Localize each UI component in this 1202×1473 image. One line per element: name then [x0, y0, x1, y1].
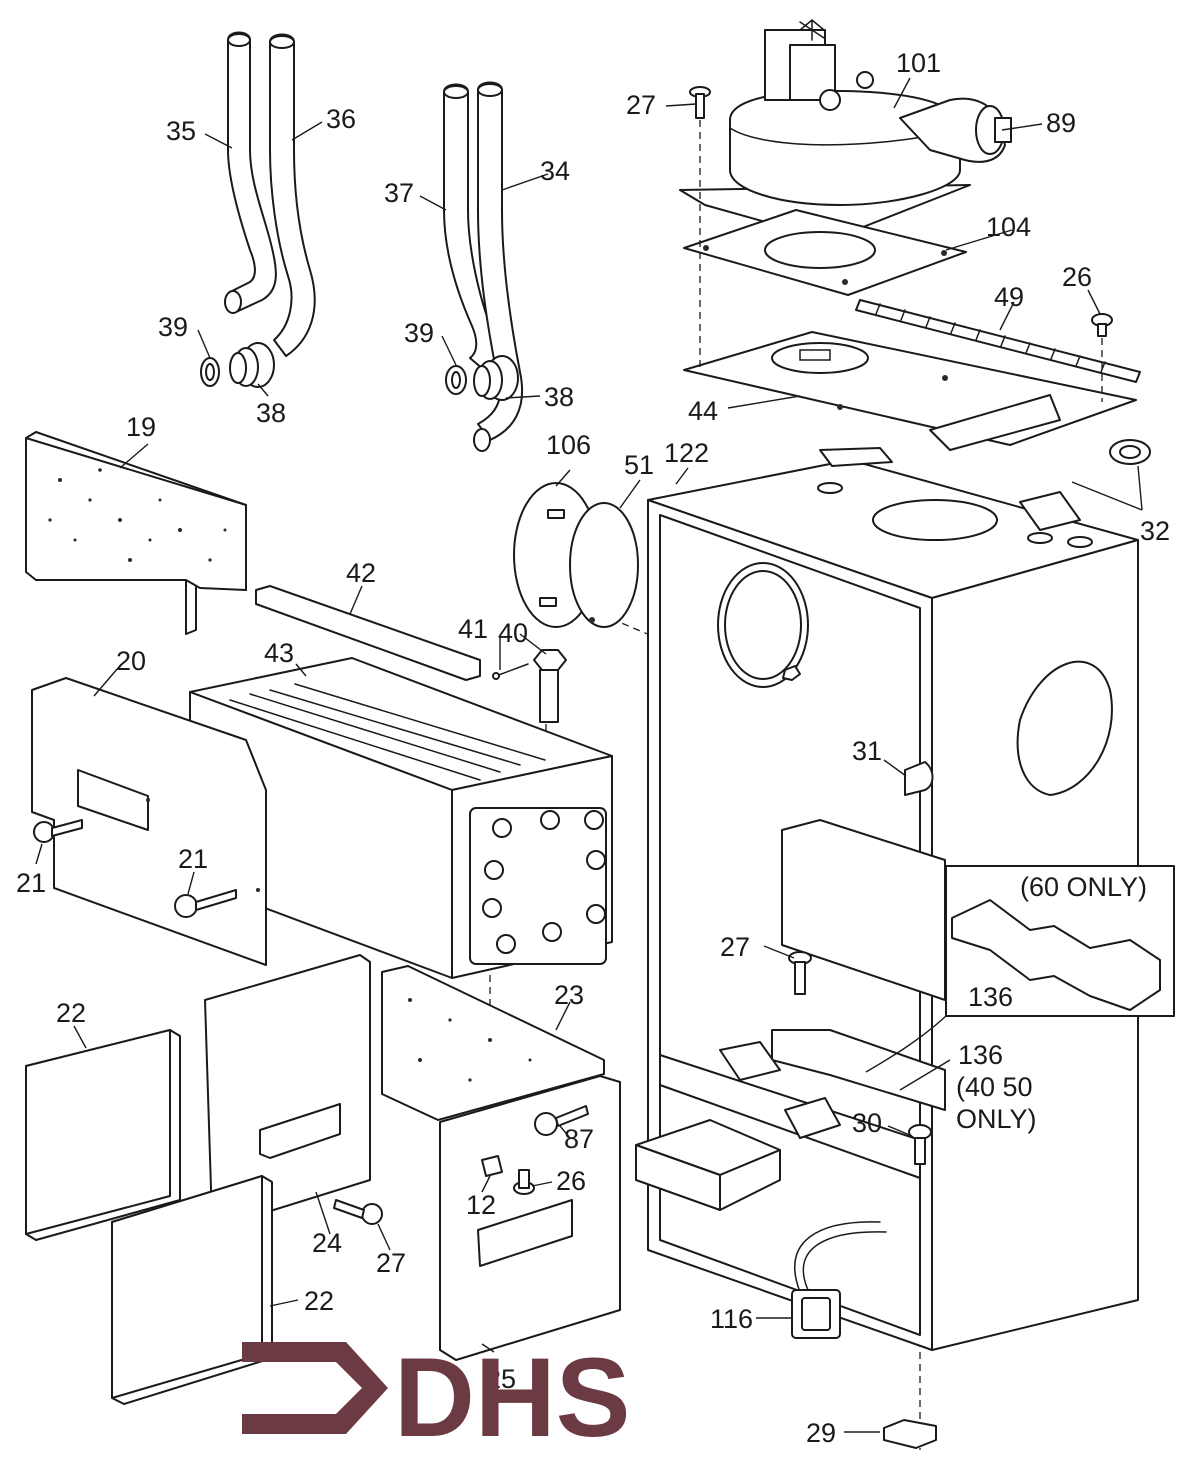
- label-27c: 27: [376, 1248, 406, 1278]
- label-31: 31: [852, 736, 882, 766]
- logo-text: DHS: [394, 1335, 630, 1460]
- label-26a: 26: [1062, 262, 1092, 292]
- label-29: 29: [806, 1418, 836, 1448]
- label-51: 51: [624, 450, 654, 480]
- label-21a: 21: [16, 868, 46, 898]
- pipe-36: [269, 33, 316, 357]
- label-27a: 27: [626, 90, 656, 120]
- pipe-35: [224, 31, 277, 314]
- fitting-38b: [473, 355, 519, 401]
- part-labels: 35 36 37 34 39 38 39 38 27 101 89 104 49…: [16, 48, 1170, 1448]
- screw-21a: [33, 819, 83, 843]
- burner-drawer: [635, 1119, 781, 1211]
- washer-39b: [445, 365, 467, 395]
- dhs-logo: DHS: [242, 1335, 630, 1460]
- bracket-31: [904, 761, 934, 796]
- label-21b: 21: [178, 844, 208, 874]
- washer-39a: [200, 357, 220, 387]
- label-35: 35: [166, 116, 196, 146]
- label-24: 24: [312, 1228, 342, 1258]
- screw-27a: [689, 86, 711, 119]
- label-116: 116: [710, 1304, 753, 1334]
- leader-lines: [35, 77, 1143, 1433]
- panel-25: [439, 1075, 621, 1361]
- label-25: 25: [486, 1364, 516, 1394]
- label-122: 122: [664, 438, 709, 468]
- screw-26b: [513, 1169, 535, 1195]
- fitting-38a: [229, 342, 275, 388]
- fan-assembly-101: [679, 19, 1012, 241]
- notes: (60 ONLY) (40 50 ONLY): [956, 872, 1147, 1134]
- note-4050-line2: ONLY): [956, 1104, 1037, 1134]
- label-104: 104: [986, 212, 1031, 242]
- top-plate-44: [683, 331, 1137, 451]
- label-34: 34: [540, 156, 570, 186]
- panel-20: [31, 677, 267, 966]
- screw-30: [908, 1124, 932, 1165]
- label-27b: 27: [720, 932, 750, 962]
- screw-87: [534, 1105, 589, 1136]
- inner-chamber: [659, 819, 946, 1179]
- part-29: [883, 1419, 937, 1449]
- panel-24: [204, 954, 371, 1227]
- label-30: 30: [852, 1108, 882, 1138]
- label-136b: 136: [958, 1040, 1003, 1070]
- inset-box-60-only: [865, 865, 1175, 1073]
- label-39a: 39: [158, 312, 188, 342]
- switch-116: [791, 1221, 887, 1339]
- label-106: 106: [546, 430, 591, 460]
- label-23: 23: [554, 980, 584, 1010]
- screw-41: [492, 663, 529, 680]
- label-38b: 38: [544, 382, 574, 412]
- label-39b: 39: [404, 318, 434, 348]
- label-101: 101: [896, 48, 941, 78]
- label-22a: 22: [56, 998, 86, 1028]
- label-44: 44: [688, 396, 718, 426]
- label-43: 43: [264, 638, 294, 668]
- logo-arrow-icon: [242, 1342, 388, 1434]
- label-89: 89: [1046, 108, 1076, 138]
- pipe-34: [473, 81, 524, 452]
- label-26b: 26: [556, 1166, 586, 1196]
- label-20: 20: [116, 646, 146, 676]
- label-41: 41: [458, 614, 488, 644]
- label-38a: 38: [256, 398, 286, 428]
- label-42: 42: [346, 558, 376, 588]
- label-22b: 22: [304, 1286, 334, 1316]
- screw-27b: [788, 951, 812, 995]
- label-36: 36: [326, 104, 356, 134]
- baffle-rod-49: [855, 299, 1141, 383]
- screw-21b: [174, 889, 237, 918]
- note-60-only: (60 ONLY): [1020, 872, 1147, 902]
- gasket-51: [569, 502, 639, 628]
- label-87: 87: [564, 1124, 594, 1154]
- strip-42: [255, 585, 481, 681]
- gasket-104: [683, 209, 967, 296]
- label-40: 40: [498, 618, 528, 648]
- screw-26a: [1091, 313, 1113, 337]
- label-32: 32: [1140, 516, 1170, 546]
- panel-22b: [111, 1175, 273, 1405]
- nipple-40: [533, 649, 567, 723]
- panel-22a: [25, 1029, 181, 1241]
- label-19: 19: [126, 412, 156, 442]
- label-136a: 136: [968, 982, 1013, 1012]
- grommet-32: [1109, 439, 1151, 465]
- panel-19: [25, 431, 247, 635]
- label-12: 12: [466, 1190, 496, 1220]
- label-37: 37: [384, 178, 414, 208]
- label-49: 49: [994, 282, 1024, 312]
- screw-27c: [333, 1199, 383, 1225]
- panel-23: [381, 965, 605, 1121]
- note-4050-line1: (40 50: [956, 1072, 1033, 1102]
